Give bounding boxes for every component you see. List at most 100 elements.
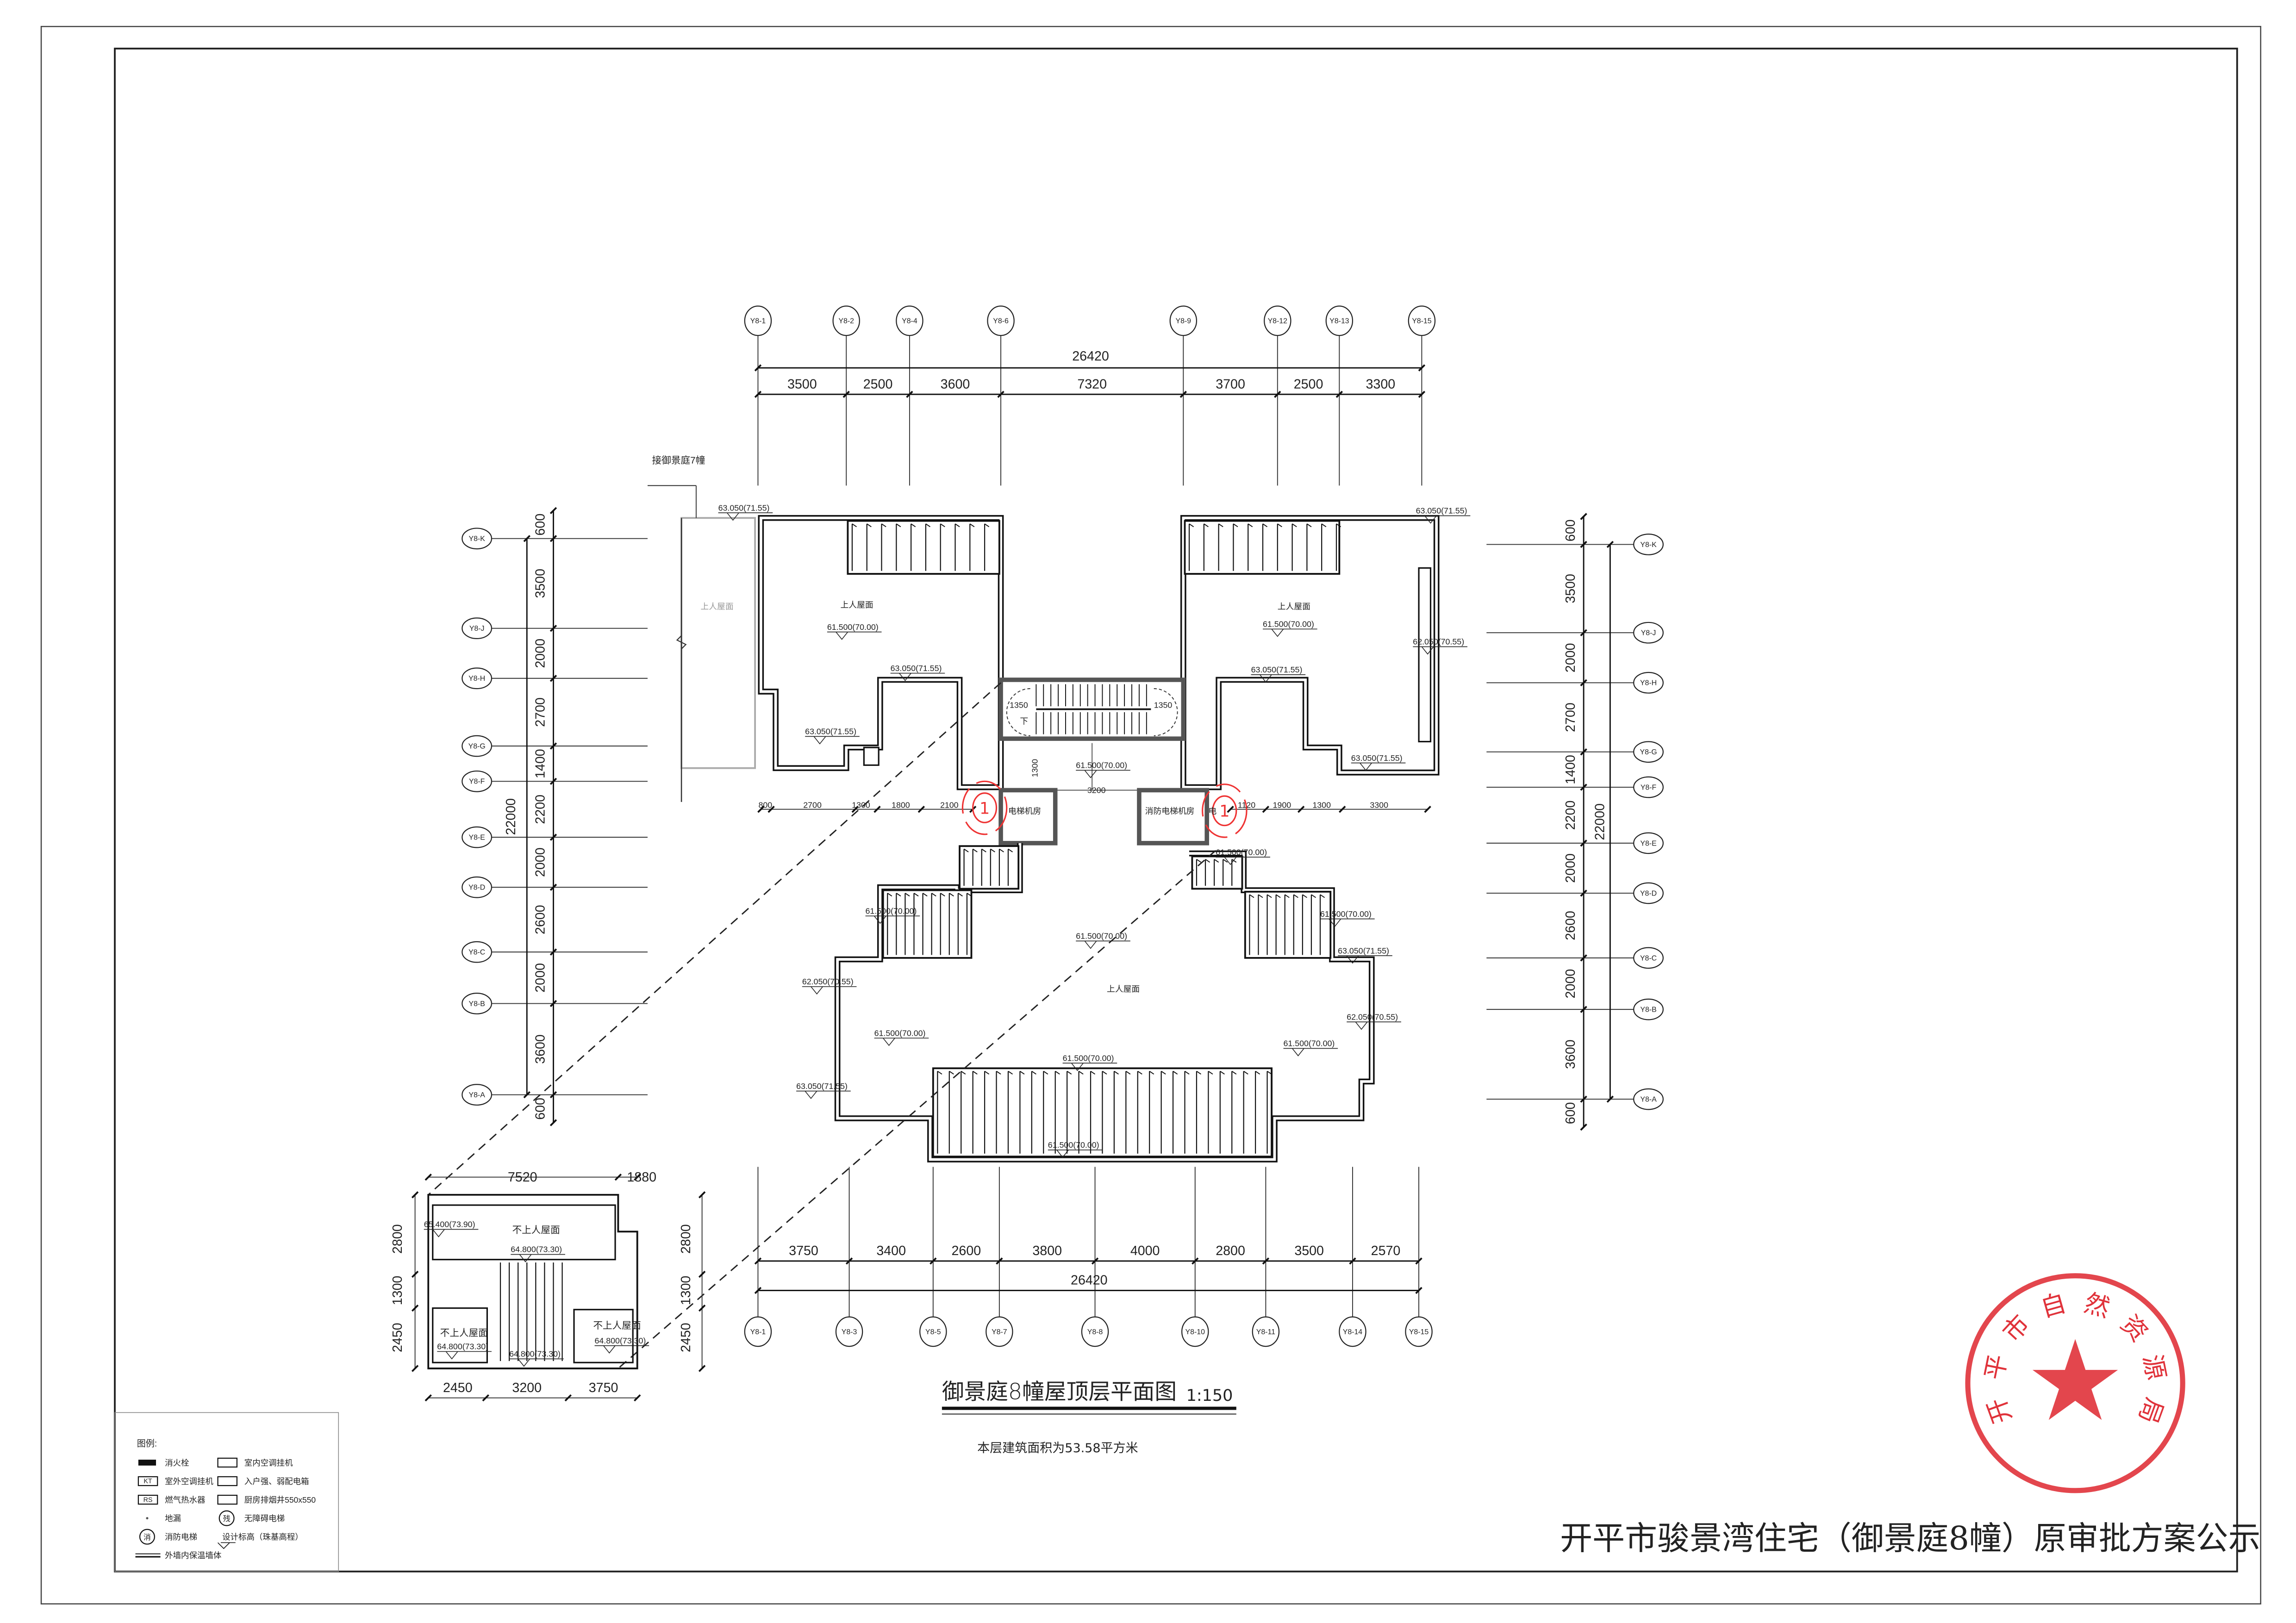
axis-bubble: Y8-D bbox=[1633, 882, 1664, 904]
axis-label: Y8-A bbox=[1640, 1095, 1657, 1103]
core-dim: 3200 bbox=[1087, 786, 1106, 795]
drawing-scale: 1:150 bbox=[1186, 1387, 1233, 1405]
elevation-marker: 63.050(71.55) bbox=[1416, 506, 1471, 524]
axis-bubble: Y8-7 bbox=[986, 1316, 1013, 1347]
axis-bubble: Y8-8 bbox=[1081, 1316, 1109, 1347]
elevation-triangle-icon bbox=[1329, 919, 1341, 927]
legend-item: 消火栓 bbox=[138, 1458, 189, 1468]
elevation-triangle-icon bbox=[445, 1351, 458, 1360]
left-wing-louvre bbox=[847, 520, 1000, 575]
elevation-value: 63.050(71.55) bbox=[805, 727, 856, 736]
axis-bubble: Y8-15 bbox=[1408, 305, 1436, 336]
axis-label: Y8-J bbox=[469, 625, 485, 633]
right-wing-louvre bbox=[1184, 520, 1341, 575]
drawing-title: 御景庭8幢屋顶层平面图 bbox=[942, 1380, 1177, 1405]
fire-elevator-room-label: 消防电梯机房 bbox=[1145, 806, 1195, 815]
legend-title: 图例: bbox=[137, 1438, 157, 1449]
dim-bottom: 2800 bbox=[1216, 1244, 1245, 1258]
elevation-marker: 61.500(70.00) bbox=[1076, 932, 1130, 949]
inset-dim-left: 1300 bbox=[390, 1276, 405, 1306]
elevation-triangle-icon bbox=[1084, 770, 1097, 778]
elevation-value: 63.050(71.55) bbox=[1251, 665, 1303, 674]
stair-core bbox=[998, 678, 1186, 741]
dim-top: 3600 bbox=[941, 377, 970, 392]
elevation-value: 61.500(70.00) bbox=[1263, 619, 1314, 628]
core-dim: 1300 bbox=[1030, 759, 1040, 777]
elevation-marker: 64.800(73.30) bbox=[595, 1336, 649, 1354]
axis-bubble: Y8-9 bbox=[1169, 305, 1198, 336]
dim-top-total: 26420 bbox=[1072, 349, 1109, 364]
elevation-value: 61.500(70.00) bbox=[827, 622, 879, 632]
axis-bubble: Y8-11 bbox=[1252, 1316, 1280, 1347]
elevation-value: 61.500(70.00) bbox=[1048, 1140, 1099, 1150]
elevation-value: 64.800(73.30) bbox=[509, 1349, 561, 1359]
axis-bubble: Y8-12 bbox=[1264, 305, 1292, 336]
elevation-marker: 62.050(70.55) bbox=[802, 977, 857, 995]
legend-symbol-text: RS bbox=[144, 1496, 153, 1504]
dim-left: 2000 bbox=[533, 847, 548, 877]
louvre-a bbox=[959, 845, 1020, 890]
legend-label: 室内空调挂机 bbox=[244, 1458, 293, 1468]
fire-elevator-machine-room bbox=[1137, 788, 1209, 846]
revision-cloud-mark: 1 bbox=[1202, 784, 1248, 838]
elevation-value: 63.050(71.55) bbox=[1338, 946, 1389, 955]
elevation-value: 64.800(73.30) bbox=[511, 1245, 562, 1254]
elevation-marker: 63.050(71.55) bbox=[891, 664, 945, 681]
axis-label: Y8-H bbox=[468, 675, 485, 683]
axis-bubble: Y8-1 bbox=[744, 1316, 772, 1347]
elevation-value: 61.500(70.00) bbox=[1216, 847, 1267, 857]
dim-bottom: 3400 bbox=[876, 1244, 906, 1258]
elevation-triangle-icon bbox=[899, 673, 911, 681]
axis-bubble: Y8-G bbox=[462, 735, 493, 757]
axis-bubble: Y8-E bbox=[462, 826, 493, 848]
inset-dim-bottom: 2450 bbox=[443, 1380, 473, 1395]
axis-bubble: Y8-C bbox=[1633, 947, 1664, 969]
outdoor-ac-icon: KT bbox=[137, 1476, 158, 1486]
dim-top: 2500 bbox=[1294, 377, 1323, 392]
elevation-value: 62.050(70.55) bbox=[1413, 637, 1464, 647]
axis-bubble: Y8-E bbox=[1633, 832, 1664, 854]
dim-right: 2200 bbox=[1563, 801, 1578, 830]
axis-label: Y8-7 bbox=[992, 1328, 1007, 1336]
dim-left: 600 bbox=[533, 1098, 548, 1120]
elevation-triangle-icon bbox=[1346, 955, 1359, 964]
elevation-marker: 61.500(70.00) bbox=[1048, 1140, 1103, 1158]
axis-label: Y8-2 bbox=[838, 317, 854, 325]
legend-item: 厨房排烟井550x550 bbox=[217, 1494, 316, 1505]
axis-bubble: Y8-A bbox=[462, 1084, 493, 1106]
elevation-marker: 64.800(73.30) bbox=[509, 1349, 564, 1367]
elevation-value: 64.800(73.30) bbox=[437, 1342, 488, 1351]
accessible-elevator-icon: 残 bbox=[218, 1510, 235, 1526]
dim-left: 2000 bbox=[533, 639, 548, 668]
elevation-triangle-icon bbox=[1224, 857, 1237, 865]
elevation-triangle-icon bbox=[1292, 1048, 1304, 1057]
axis-label: Y8-B bbox=[469, 1000, 485, 1008]
neighbor-roof-label: 上人屋面 bbox=[700, 602, 733, 611]
legend-symbol-text: 消 bbox=[144, 1533, 151, 1542]
dim-left-total: 22000 bbox=[504, 798, 518, 835]
elevation-triangle-icon bbox=[1424, 515, 1437, 524]
axis-bubble: Y8-H bbox=[462, 667, 493, 690]
elevation-triangle-icon bbox=[836, 632, 849, 640]
lower-roof-label: 上人屋面 bbox=[1107, 984, 1140, 994]
legend-symbol-text: KT bbox=[144, 1478, 152, 1485]
axis-bubble: Y8-D bbox=[462, 876, 493, 898]
axis-bubble: Y8-K bbox=[1633, 534, 1664, 555]
inset-dim-bottom: 3750 bbox=[589, 1380, 618, 1395]
elevation-triangle-icon bbox=[1421, 646, 1434, 655]
axis-label: Y8-8 bbox=[1087, 1328, 1103, 1336]
right-roof-label: 上人屋面 bbox=[1278, 602, 1310, 611]
stamp-star-icon bbox=[2032, 1339, 2118, 1420]
mid-row-dim: 1300 bbox=[852, 801, 870, 810]
title-underline bbox=[942, 1406, 1236, 1410]
water-heater-icon: RS bbox=[137, 1494, 158, 1505]
inset-dim-right: 1300 bbox=[679, 1276, 693, 1306]
axis-bubble: Y8-13 bbox=[1325, 305, 1354, 336]
legend-label: 燃气热水器 bbox=[165, 1495, 205, 1505]
axis-bubble: Y8-J bbox=[462, 617, 493, 640]
revision-number: 1 bbox=[980, 799, 990, 818]
elevation-triangle-icon bbox=[519, 1254, 532, 1262]
right-wing-wall bbox=[1180, 515, 1440, 790]
